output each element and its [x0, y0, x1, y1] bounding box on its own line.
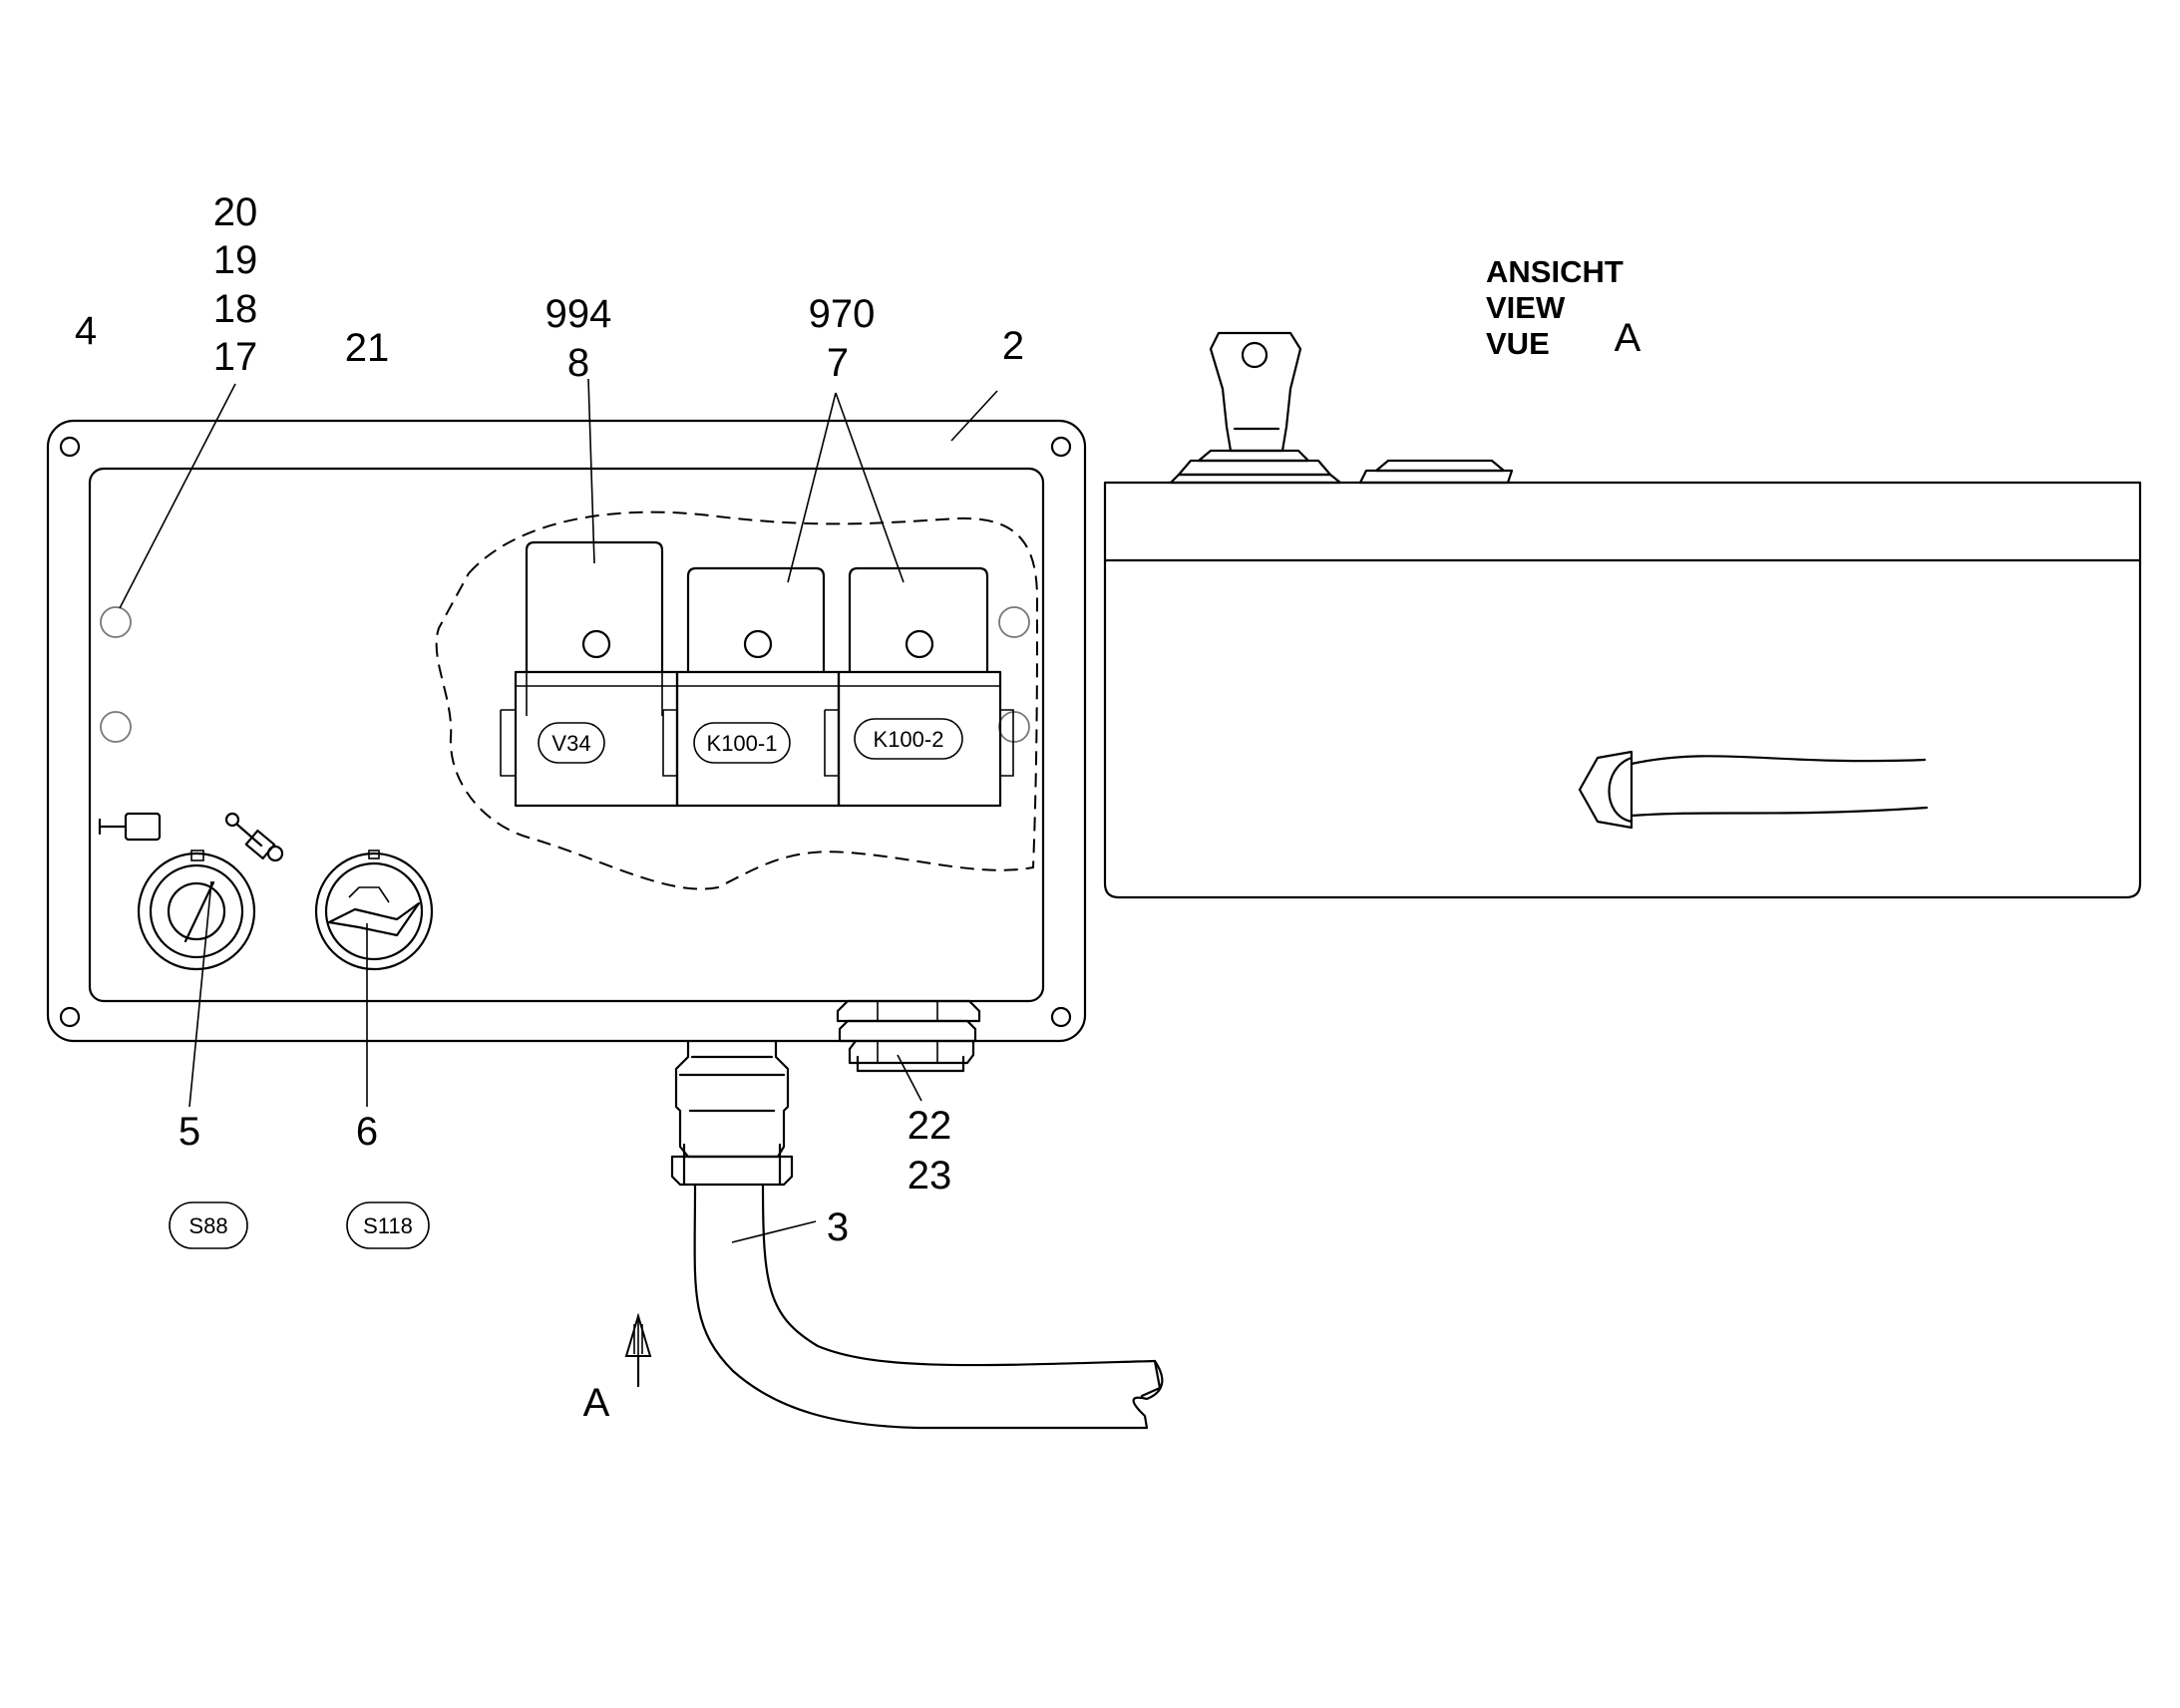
relay-k100-1	[662, 566, 841, 808]
callout-21: 21	[345, 326, 390, 370]
tag-s118: S118	[363, 1213, 413, 1238]
tag-v34: V34	[551, 731, 590, 756]
callout-7: 7	[827, 341, 849, 385]
enclosure-outer-frame	[46, 419, 1087, 1043]
tag-frame-s118	[346, 1201, 430, 1249]
enclosure-front-view	[46, 419, 1087, 1043]
relay-v34	[500, 540, 679, 808]
callout-2: 2	[1002, 324, 1024, 368]
tag-s88: S88	[188, 1213, 227, 1238]
button-top	[1358, 459, 1514, 485]
component-tags: V34 K100-1 K100-2 S88 S118	[169, 727, 944, 1249]
callout-970: 970	[809, 292, 876, 336]
view-label-de: ANSICHT	[1486, 254, 1624, 289]
callout-22: 22	[908, 1104, 952, 1148]
view-label-en: VIEW	[1486, 290, 1566, 325]
callout-5: 5	[179, 1110, 200, 1154]
cable-gland-right	[836, 999, 981, 1073]
callout-18: 18	[213, 287, 258, 331]
tag-k100-1: K100-1	[707, 731, 778, 756]
view-direction-arrow	[624, 1312, 652, 1388]
side-view-a	[1103, 331, 2142, 899]
view-label-letter: A	[1615, 316, 1641, 360]
indicator-lamps	[100, 606, 1030, 743]
side-gland-cable	[1578, 750, 1929, 830]
view-a-label: ANSICHT VIEW VUE A	[1486, 254, 1641, 361]
view-label-fr: VUE	[1486, 326, 1550, 361]
callout-8: 8	[567, 341, 589, 385]
callout-994: 994	[545, 292, 612, 336]
callout-numbers: 20 19 18 17 4 21 994 8 970 7 2 5 6 22 23…	[75, 190, 1024, 1425]
cable-3	[693, 1183, 1164, 1430]
callout-23: 23	[908, 1154, 952, 1197]
key-icon	[1169, 331, 1342, 485]
cutaway-outline	[435, 511, 1039, 890]
corner-screws	[59, 436, 1072, 1028]
lever-icon	[224, 812, 284, 862]
tag-frame-s88	[169, 1201, 248, 1249]
callout-19: 19	[213, 238, 258, 282]
leader-lines	[119, 378, 998, 1243]
callout-20: 20	[213, 190, 258, 234]
callout-17: 17	[213, 335, 258, 379]
callout-3: 3	[827, 1205, 849, 1249]
relay-k100-2	[824, 566, 1014, 808]
cable-gland-left	[670, 1039, 794, 1187]
tag-k100-2: K100-2	[874, 727, 944, 752]
callout-4: 4	[75, 309, 97, 353]
arrow-letter-a: A	[583, 1381, 610, 1425]
key-switch-s88	[137, 850, 256, 971]
toggle-switch-s118	[314, 850, 434, 971]
callout-6: 6	[356, 1110, 378, 1154]
plug-icon	[98, 812, 162, 842]
enclosure-cover-panel	[88, 467, 1045, 1003]
